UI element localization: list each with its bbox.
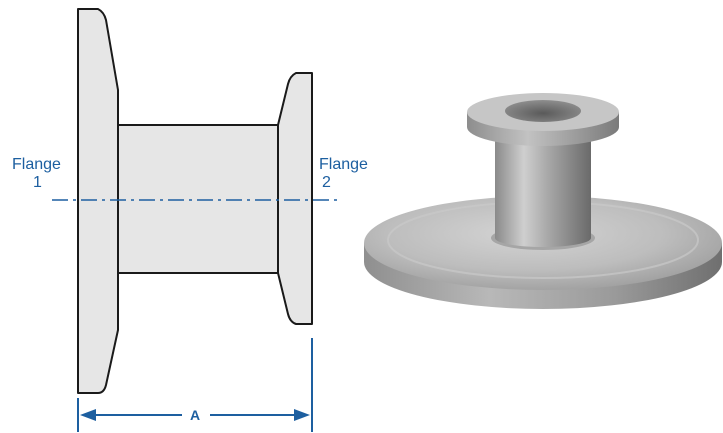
tube-3d [495, 130, 591, 238]
flange-1-label: Flange [12, 156, 61, 173]
dimension-arrow-left [80, 409, 96, 421]
flange-1-number: 1 [33, 174, 42, 191]
dimension-arrow-right [294, 409, 310, 421]
flange-2-number: 2 [322, 174, 331, 191]
flange-2-shape [277, 72, 313, 325]
flange-2-label: Flange [319, 156, 368, 173]
dimension-a-label: A [190, 407, 201, 423]
flange-1-shape [77, 8, 119, 394]
tube-body [117, 124, 279, 274]
tube-bottom-edge [495, 229, 591, 247]
bore-opening [505, 100, 581, 122]
